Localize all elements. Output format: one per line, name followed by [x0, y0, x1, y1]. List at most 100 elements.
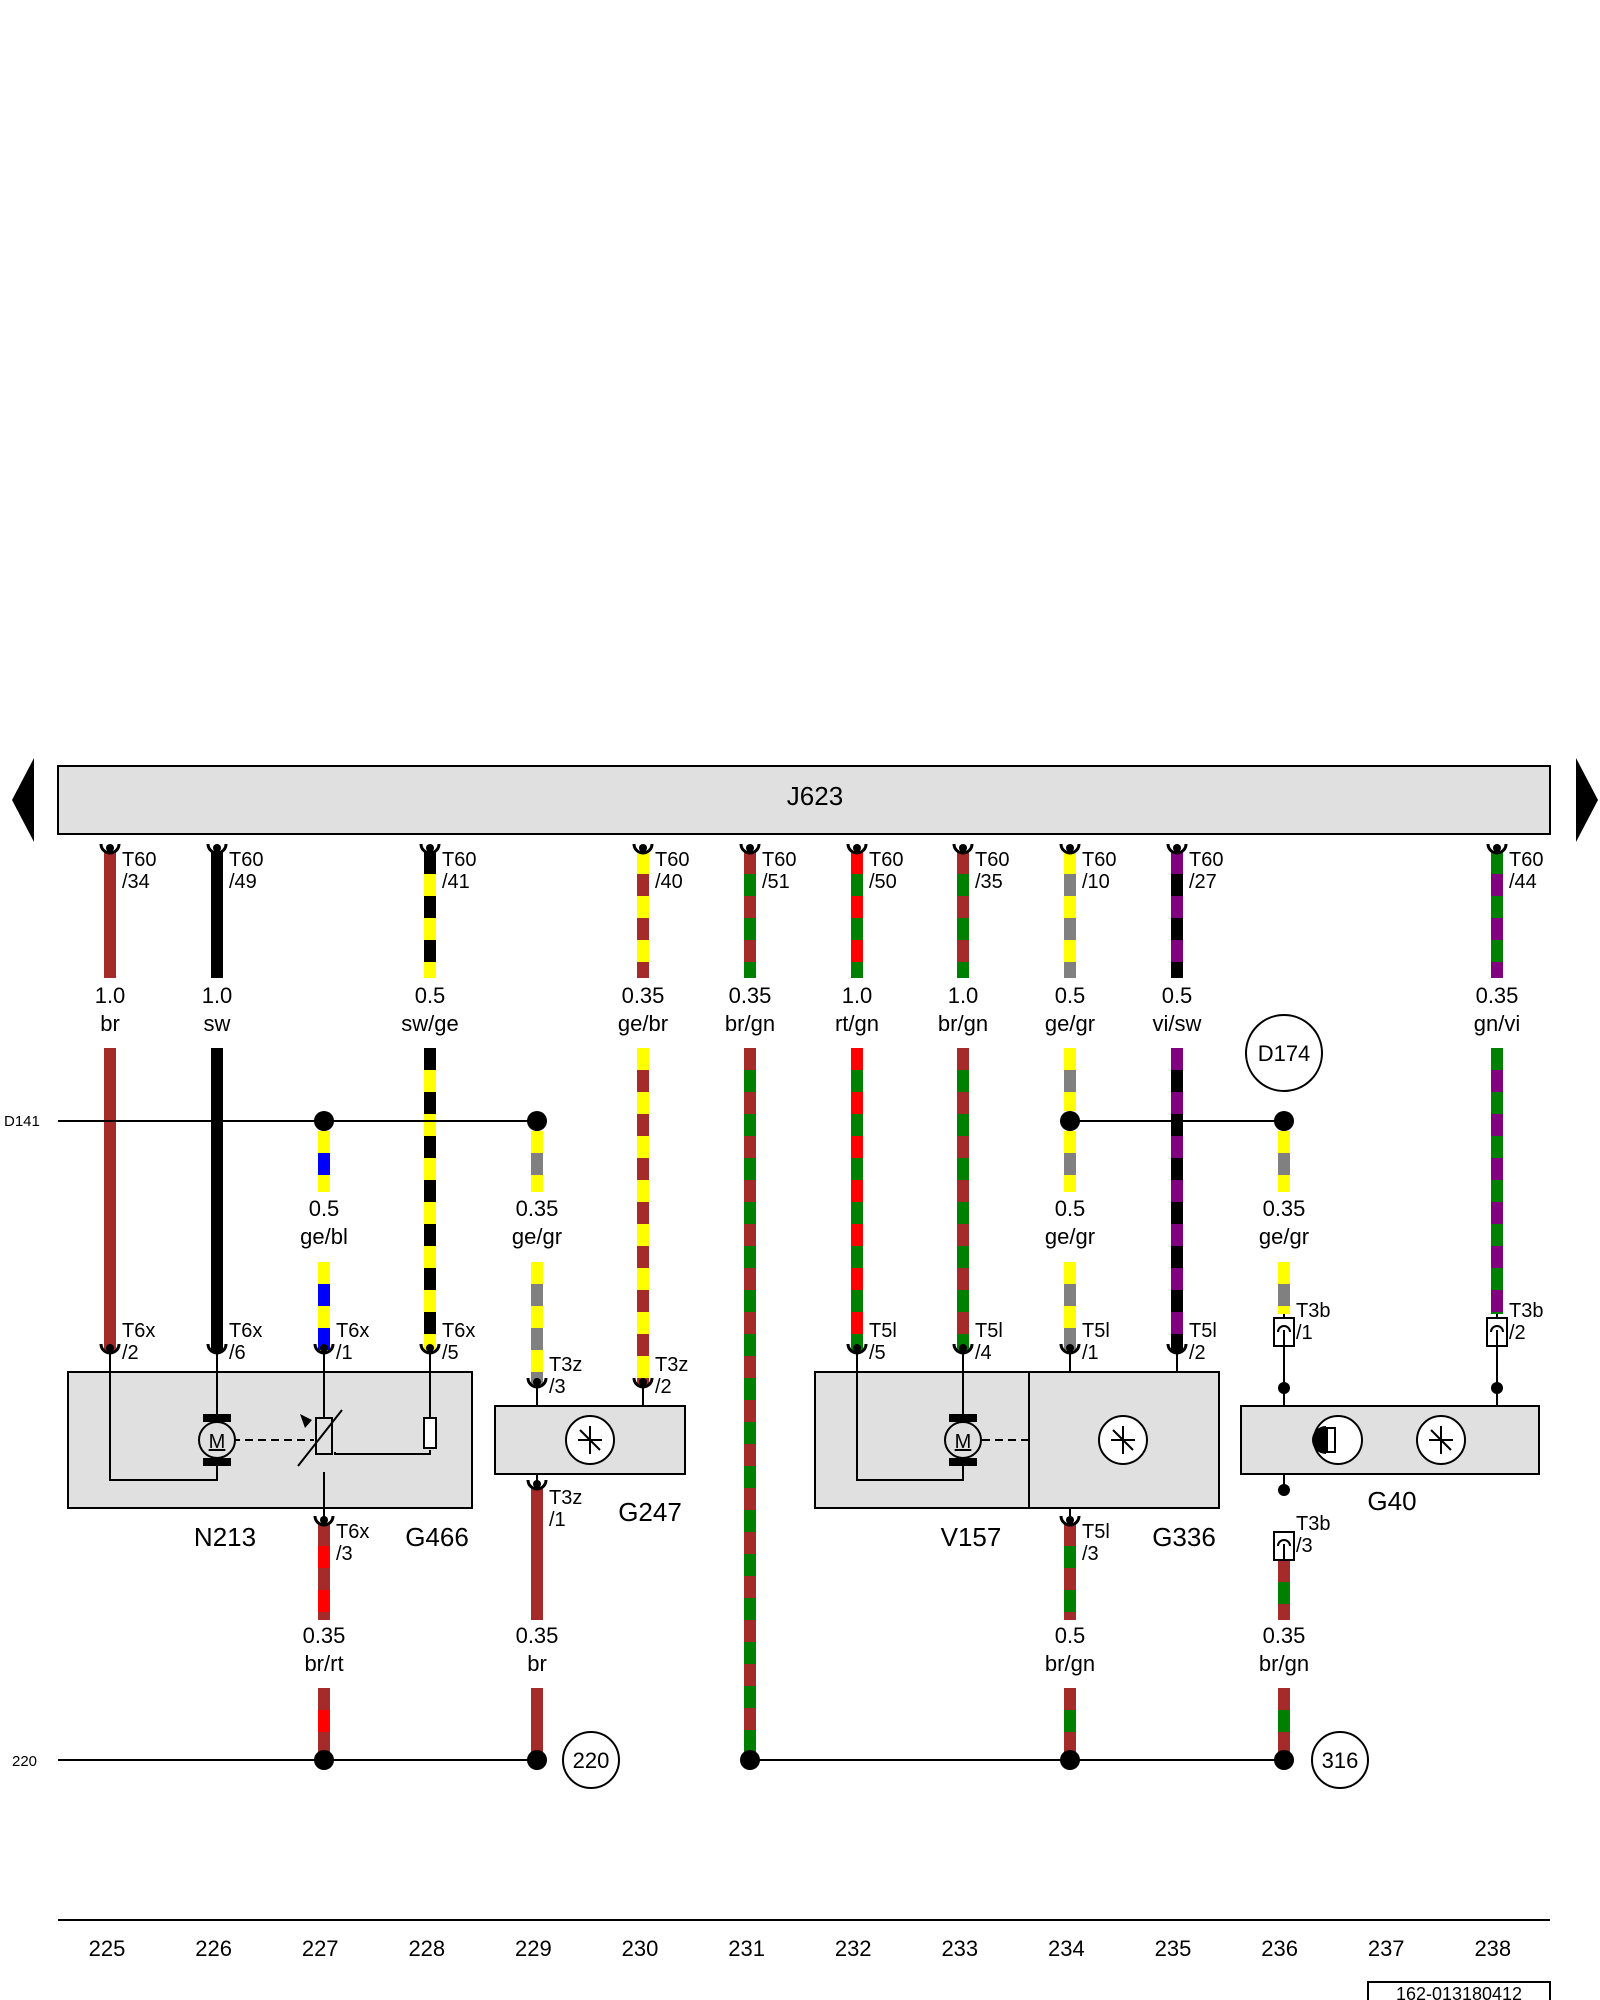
right-arrow-icon[interactable] [1576, 758, 1598, 842]
wire-236-mid-b [1278, 1262, 1290, 1314]
column-number-237: 237 [1368, 1936, 1405, 1961]
conn-t3z-3: T3z/3 [549, 1354, 582, 1398]
v157-motor-icon: M [944, 1414, 982, 1466]
g247-below-conn-pin-icon[interactable] [526, 1479, 548, 1491]
component-g466: G466 [405, 1522, 469, 1552]
t3b-2-pin-icon[interactable] [1486, 1317, 1508, 1347]
top-conn-5-pin-icon[interactable] [846, 843, 868, 855]
component-g336: G336 [1152, 1522, 1216, 1552]
top-connector-labels: T60/34 T60/49 T60/41 T60/40 T60/51 T60/5… [122, 849, 1543, 893]
n213-g466-box[interactable] [67, 1371, 473, 1509]
lower-conn-4-pin-icon[interactable] [846, 1343, 868, 1355]
v157-box[interactable] [814, 1371, 1030, 1509]
below-conn-1-pin-icon[interactable] [1059, 1515, 1081, 1527]
connector-marks [99, 843, 1508, 1561]
svg-text:M: M [209, 1431, 226, 1453]
ref-circle-316[interactable]: 316 [1311, 1731, 1369, 1789]
top-conn-6-pin-icon[interactable] [952, 843, 974, 855]
conn-t3b-2: T3b/2 [1509, 1300, 1543, 1344]
ecu-label: J623 [787, 781, 843, 811]
top-conn-8-pin-icon[interactable] [1166, 843, 1188, 855]
svg-text:D174: D174 [1258, 1041, 1311, 1066]
lower-conn-2-pin-icon[interactable] [313, 1343, 335, 1355]
lower-conn-0-pin-icon[interactable] [99, 1343, 121, 1355]
wire-236-bottom-a [1278, 1560, 1290, 1620]
conn-t6x-3: T6x/3 [336, 1521, 369, 1565]
n213-motor-icon: M [198, 1414, 236, 1466]
g247-hall-sensor-icon [565, 1415, 615, 1465]
conn-t60-10: T60/10 [1082, 849, 1116, 893]
t3b-1-pin-icon[interactable] [1273, 1317, 1295, 1347]
below-conn-0-pin-dot [320, 1516, 328, 1524]
g247-conn-1-pin-dot [639, 1378, 647, 1386]
column-number-232: 232 [835, 1936, 872, 1961]
wire-232-lower [851, 1048, 863, 1352]
component-n213: N213 [194, 1522, 256, 1552]
column-number-238: 238 [1474, 1936, 1511, 1961]
wire-225-upper [104, 852, 116, 978]
g40-hall-sensor-icon [1416, 1415, 1466, 1465]
g247-conn-0-pin-dot [533, 1378, 541, 1386]
lower-conn-7-pin-dot [1173, 1344, 1181, 1352]
svg-text:316: 316 [1322, 1748, 1359, 1773]
lower-conn-5-pin-icon[interactable] [952, 1343, 974, 1355]
wires [104, 852, 1503, 1752]
g247-conn-1-pin-icon[interactable] [632, 1377, 654, 1389]
lower-conn-1-pin-dot [213, 1344, 221, 1352]
conn-t60-34: T60/34 [122, 849, 156, 893]
g40-sensor-element-icon [1312, 1415, 1363, 1465]
top-conn-0-pin-icon[interactable] [99, 843, 121, 855]
ref-circle-d174[interactable]: D174 [1245, 1014, 1323, 1092]
top-conn-4-pin-icon[interactable] [739, 843, 761, 855]
wire-226-lower [211, 1048, 223, 1352]
column-number-230: 230 [622, 1936, 659, 1961]
lower-conn-1-pin-icon[interactable] [206, 1343, 228, 1355]
wire-234-upper [1064, 852, 1076, 978]
reference-box [1367, 1981, 1551, 2000]
top-conn-2-pin-icon[interactable] [419, 843, 441, 855]
column-number-225: 225 [89, 1936, 126, 1961]
wire-232-upper [851, 852, 863, 978]
lower-conn-7-pin-icon[interactable] [1166, 1343, 1188, 1355]
conn-t60-35: T60/35 [975, 849, 1009, 893]
top-conn-3-pin-icon[interactable] [632, 843, 654, 855]
below-conn-1-pin-dot [1066, 1516, 1074, 1524]
top-conn-0-pin-dot [106, 844, 114, 852]
ecu-bar [57, 765, 1551, 835]
conn-t3b-1: T3b/1 [1296, 1300, 1330, 1344]
wire-227-mid-a [318, 1131, 330, 1192]
n213-resistor-icon [423, 1417, 437, 1449]
left-arrow-icon[interactable] [12, 758, 34, 842]
top-conn-1-pin-dot [213, 844, 221, 852]
conn-t5l-5: T5l/5 [869, 1320, 897, 1364]
top-conn-9-pin-icon[interactable] [1486, 843, 1508, 855]
t3b-3-pin-icon[interactable] [1273, 1531, 1295, 1561]
ref-circle-220[interactable]: 220 [562, 1731, 620, 1789]
g40-box[interactable] [1240, 1405, 1540, 1475]
conn-t3b-3: T3b/3 [1296, 1513, 1330, 1557]
g247-conn-0-pin-icon[interactable] [526, 1377, 548, 1389]
lower-conn-6-pin-icon[interactable] [1059, 1343, 1081, 1355]
lower-bus-label: 220 [12, 1753, 37, 1770]
conn-t6x-1: T6x/1 [336, 1320, 369, 1364]
lower-conn-3-pin-icon[interactable] [419, 1343, 441, 1355]
wire-235-lower [1171, 1048, 1183, 1352]
wire-234-lower [1064, 1048, 1076, 1111]
top-conn-7-pin-icon[interactable] [1059, 843, 1081, 855]
wire-235-upper [1171, 852, 1183, 978]
column-number-234: 234 [1048, 1936, 1085, 1961]
wire-233-lower [957, 1048, 969, 1352]
below-connector-labels: T6x/3 T3z/1 T5l/3 T3b/3 [336, 1487, 1330, 1565]
wire-238-lower [1491, 1048, 1503, 1314]
conn-t6x-5: T6x/5 [442, 1320, 475, 1364]
below-conn-0-pin-icon[interactable] [313, 1515, 335, 1527]
wire-233-upper [957, 852, 969, 978]
top-conn-1-pin-icon[interactable] [206, 843, 228, 855]
conn-t60-50: T60/50 [869, 849, 903, 893]
